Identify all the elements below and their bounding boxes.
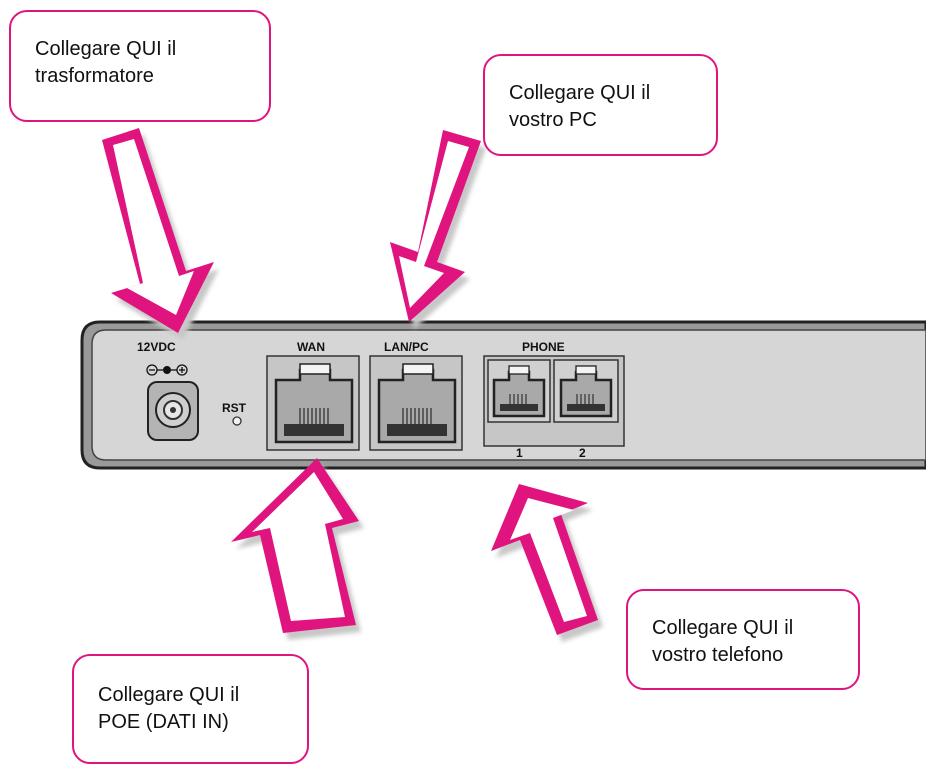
callout-power-line2: trasformatore [35, 65, 154, 87]
callout-poe-line2: POE (DATI IN) [98, 711, 229, 733]
callout-poe: Collegare QUI il POE (DATI IN) [72, 654, 309, 764]
callout-pc: Collegare QUI il vostro PC [483, 54, 718, 156]
callout-phone-line1: Collegare QUI il [652, 617, 794, 639]
reset-label: RST [222, 401, 247, 415]
phone-port-1[interactable] [487, 359, 551, 423]
device-back-panel: 12VDC RST WAN [80, 320, 926, 470]
arrow-to-lan-port [390, 130, 481, 322]
phone-port-1-number: 1 [516, 446, 523, 460]
polarity-symbol [146, 364, 188, 376]
wan-port[interactable] [266, 355, 360, 451]
reset-button[interactable] [232, 416, 242, 426]
callout-poe-line1: Collegare QUI il [98, 684, 240, 706]
power-label: 12VDC [137, 340, 176, 354]
arrow-to-power-jack [102, 128, 214, 333]
callout-power-line1: Collegare QUI il [35, 38, 177, 60]
phone-port-2-number: 2 [579, 446, 586, 460]
callout-pc-line2: vostro PC [509, 109, 597, 131]
callout-phone: Collegare QUI il vostro telefono [626, 589, 860, 690]
callout-pc-line1: Collegare QUI il [509, 82, 651, 104]
arrow-to-wan-port [231, 458, 359, 633]
arrow-to-phone-ports [491, 484, 598, 635]
callout-phone-line2: vostro telefono [652, 644, 784, 666]
lan-port[interactable] [369, 355, 463, 451]
callout-power: Collegare QUI il trasformatore [9, 10, 271, 122]
power-jack[interactable] [147, 381, 199, 441]
phone-port-2[interactable] [553, 359, 619, 423]
phone-label: PHONE [522, 340, 565, 354]
wan-label: WAN [297, 340, 325, 354]
lan-label: LAN/PC [384, 340, 429, 354]
